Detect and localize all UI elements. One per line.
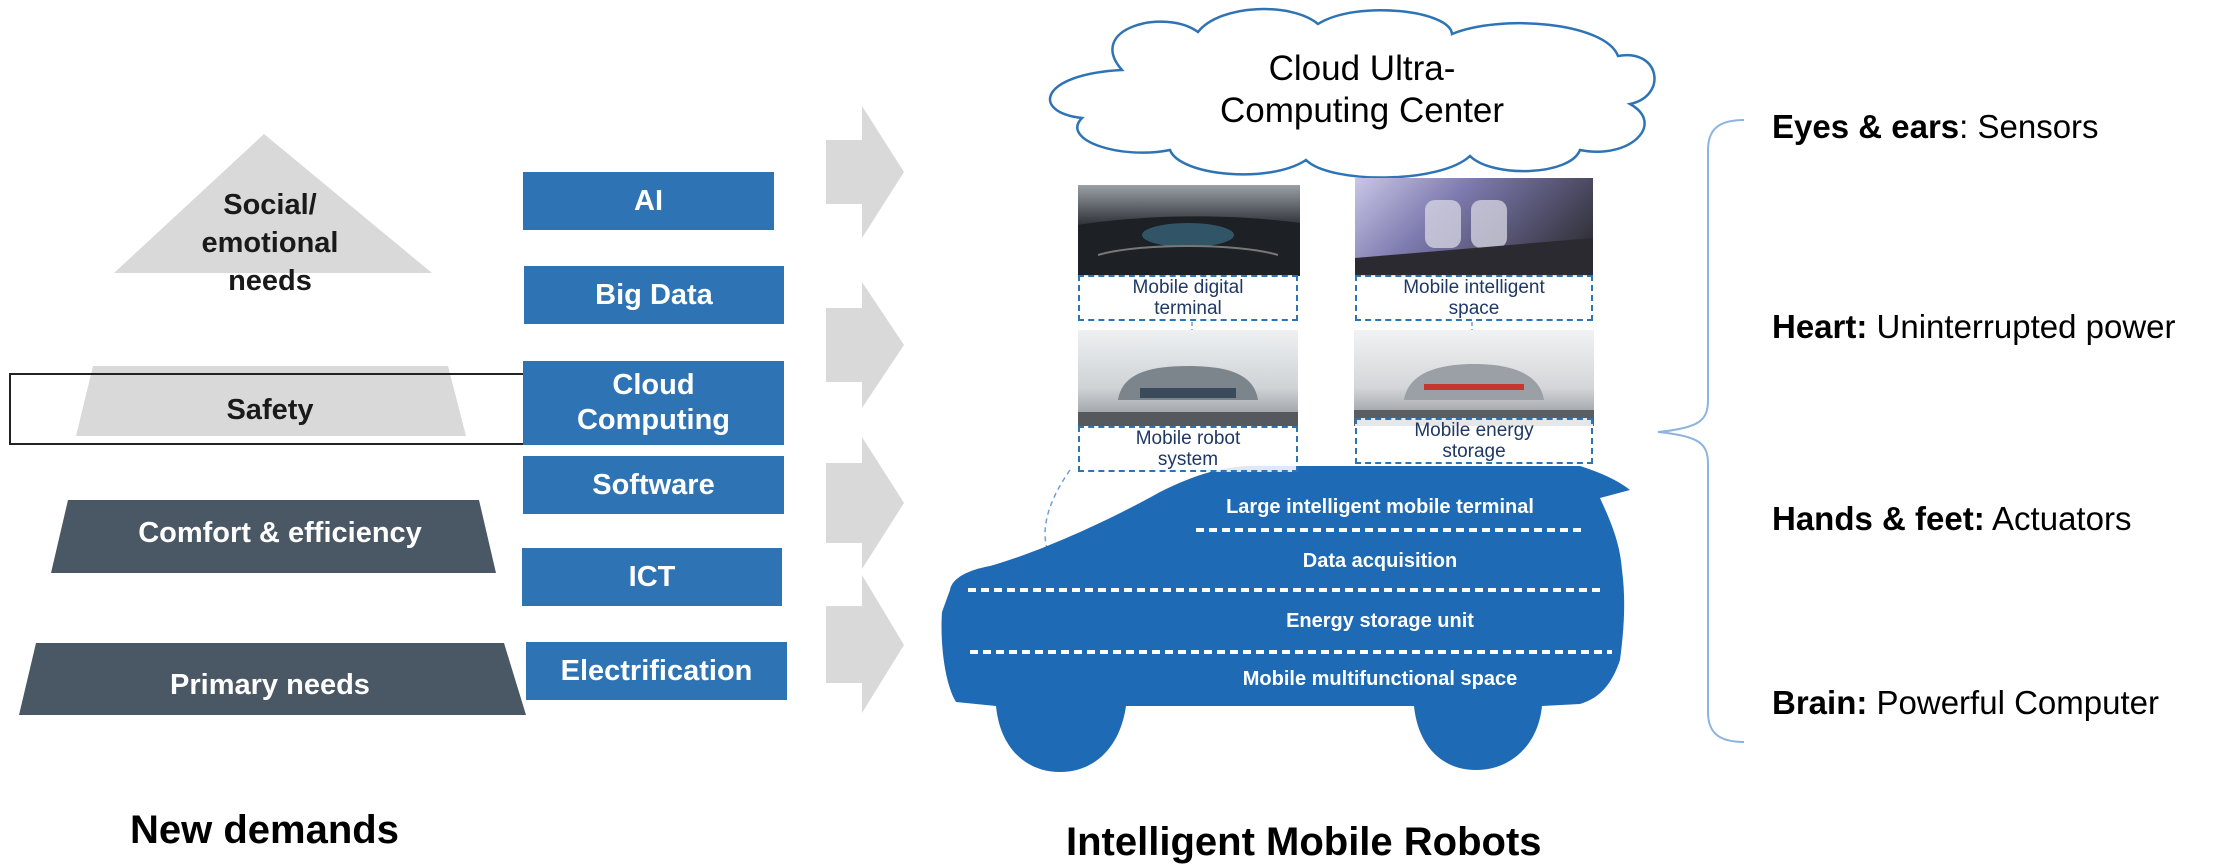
right-item-computer: Brain: Powerful Computer [1772,684,2159,722]
right-item-computer-bold: Brain: [1772,684,1868,721]
pyramid-label-social: Social/ emotional needs [201,189,339,297]
photo-digital-terminal [1078,185,1300,276]
tech-box-cloud-computing: Cloud Computing [523,361,784,445]
title-new-demands: New demands [130,808,399,852]
right-item-actuators-rest: Actuators [1984,500,2132,537]
photo-energy-storage [1354,330,1594,426]
right-brace-shape [1657,119,1745,743]
car-layer-space: Mobile multifunctional space [1242,668,1518,690]
cloud-label: Cloud Ultra- Computing Center [1219,49,1505,130]
caption-energy-storage: Mobile energy storage [1355,418,1593,464]
pyramid-primary-shape [19,643,526,715]
caption-robot-system: Mobile robot system [1078,426,1298,472]
right-item-computer-rest: Powerful Computer [1867,684,2159,721]
pyramid-label-safety: Safety [226,394,314,426]
photo-robot-system [1078,330,1298,426]
car-layer-terminal: Large intelligent mobile terminal [1226,496,1534,518]
pyramid-comfort-shape [51,500,496,573]
right-item-power-rest: Uninterrupted power [1867,308,2176,345]
pyramid-label-primary: Primary needs [170,669,370,701]
right-item-sensors-rest: : Sensors [1959,108,2099,145]
pyramid-label-comfort: Comfort & efficiency [138,517,422,549]
right-item-power-bold: Heart: [1772,308,1868,345]
car-body-shape [941,465,1630,772]
tech-box-electrification: Electrification [526,642,787,700]
car-layer-data: Data acquisition [1302,550,1458,572]
arrow-1-shape [826,106,904,238]
caption-intelligent-space: Mobile intelligent space [1355,275,1593,321]
arrow-2-shape [826,282,904,408]
right-item-sensors-bold: Eyes & ears [1772,108,1960,145]
tech-box-ai: AI [523,172,774,230]
car-layer-energy: Energy storage unit [1286,610,1474,632]
arrow-4-shape [826,575,904,713]
tech-box-big-data: Big Data [524,266,784,324]
tech-box-ict: ICT [522,548,782,606]
right-item-actuators-bold: Hands & feet: [1772,500,1985,537]
right-item-actuators: Hands & feet: Actuators [1772,500,2131,538]
tech-box-software: Software [523,456,784,514]
photo-intelligent-space [1355,178,1593,276]
car-front-icon [1078,366,1298,426]
cloud-shape [1048,7,1656,179]
car-rear-icon [1354,364,1594,426]
right-item-sensors: Eyes & ears: Sensors [1772,108,2099,146]
cabin-icon [1355,200,1593,276]
pyramid-top-shape [114,134,432,273]
caption-digital-terminal: Mobile digital terminal [1078,275,1298,321]
connector-curve-left [1044,469,1071,561]
arrow-3-shape [826,437,904,569]
right-item-power: Heart: Uninterrupted power [1772,308,2176,346]
title-intelligent-mobile-robots: Intelligent Mobile Robots [1066,820,1542,864]
pyramid-safety-shape [76,366,466,436]
dashboard-icon [1078,216,1300,276]
